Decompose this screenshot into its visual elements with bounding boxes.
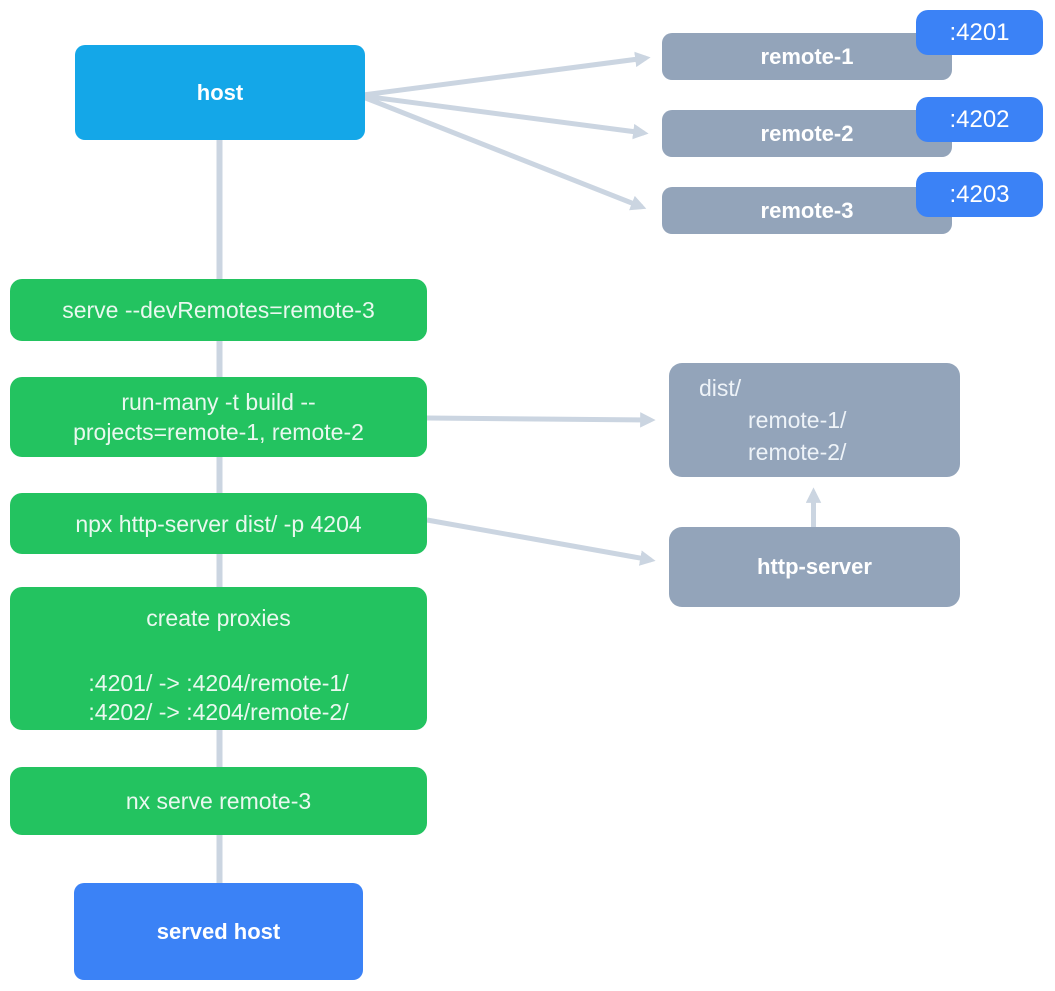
- step-create-proxies-title: create proxies: [146, 605, 291, 631]
- remote-1-port: :4201: [949, 18, 1010, 46]
- remote-1-node: remote-1: [662, 33, 952, 80]
- proxy-mapping-2: :4202/ -> :4204/remote-2/: [88, 699, 349, 725]
- step-create-proxies: create proxies :4201/ -> :4204/remote-1/…: [10, 587, 427, 730]
- step-run-many-build: run-many -t build -- projects=remote-1, …: [10, 377, 427, 457]
- served-host-label: served host: [156, 918, 281, 944]
- arrow-http-server-cmd-to-http-server: [426, 517, 656, 566]
- dist-entry-remote-2: remote-2/: [748, 439, 847, 465]
- step-nx-serve-remote-3-label: nx serve remote-3: [125, 788, 312, 814]
- step-npx-http-server: npx http-server dist/ -p 4204: [10, 493, 427, 554]
- remote-3-node: remote-3: [662, 187, 952, 234]
- http-server-label: http-server: [757, 554, 872, 579]
- remote-2-node: remote-2: [662, 110, 952, 157]
- dist-root-label: dist/: [699, 375, 742, 401]
- arrow-host-to-remote-1: [362, 51, 651, 98]
- step-nx-serve-remote-3: nx serve remote-3: [10, 767, 427, 835]
- proxy-mapping-1: :4201/ -> :4204/remote-1/: [88, 670, 349, 696]
- step-npx-http-server-label: npx http-server dist/ -p 4204: [75, 510, 362, 537]
- arrow-host-to-remote-3: [362, 94, 647, 211]
- remote-3-port: :4203: [949, 180, 1010, 208]
- remote-3-port-badge: :4203: [916, 172, 1043, 217]
- step-serve-dev-remotes-label: serve --devRemotes=remote-3: [62, 297, 375, 323]
- dist-folder-node: dist/ remote-1/ remote-2/: [669, 363, 960, 477]
- host-node: host: [75, 45, 365, 140]
- arrow-host-to-remote-2: [362, 93, 649, 140]
- http-server-node: http-server: [669, 527, 960, 607]
- step-run-many-build-line-1: run-many -t build --: [121, 389, 316, 415]
- remote-1-port-badge: :4201: [916, 10, 1043, 55]
- step-run-many-build-line-2: projects=remote-1, remote-2: [73, 419, 364, 445]
- arrow-run-many-to-dist: [426, 412, 656, 428]
- remote-2-port: :4202: [949, 105, 1010, 133]
- remote-2-port-badge: :4202: [916, 97, 1043, 142]
- remote-3-label: remote-3: [760, 197, 854, 223]
- remote-1-label: remote-1: [760, 43, 854, 69]
- step-serve-dev-remotes: serve --devRemotes=remote-3: [10, 279, 427, 341]
- host-label: host: [196, 79, 244, 105]
- remote-2-label: remote-2: [760, 120, 854, 146]
- dist-entry-remote-1: remote-1/: [748, 407, 847, 433]
- served-host-node: served host: [74, 883, 363, 980]
